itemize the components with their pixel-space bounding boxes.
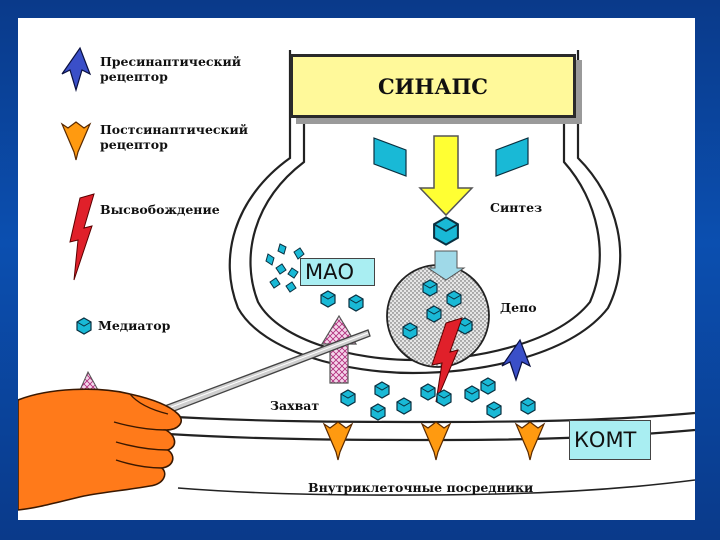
- postsynaptic-receptor-3: [515, 421, 545, 461]
- mao-label: МАО: [305, 260, 355, 284]
- intracellular-label: Внутриклеточные посредники: [308, 480, 534, 495]
- postsynaptic-membrane-outer: [157, 411, 695, 424]
- pointer-highlight: [141, 332, 369, 419]
- uptake-arrow: [320, 314, 358, 384]
- depot-label: Депо: [500, 300, 537, 315]
- mao-box: МАО: [300, 258, 375, 286]
- uptake-label: Захват: [270, 398, 320, 413]
- top-receptor-right: [495, 137, 529, 177]
- degraded-fragments: [265, 243, 305, 293]
- legend-release-label: Высвобождение: [100, 202, 220, 217]
- cleft-cubes: [340, 377, 536, 421]
- legend-mediator-label: Медиатор: [98, 318, 171, 333]
- synthesis-arrow: [418, 135, 474, 217]
- mao-cubes: [320, 290, 364, 312]
- legend-postsynaptic-icon: [61, 121, 91, 161]
- slide: СИНАПС Пресинаптический рецептор Постсин…: [18, 18, 695, 520]
- title-box: СИНАПС: [290, 54, 576, 118]
- legend-presynaptic-label: Пресинаптический рецептор: [100, 54, 242, 84]
- release-bolt: [431, 317, 463, 403]
- legend-mediator-icon: [76, 317, 92, 335]
- presynaptic-receptor: [501, 338, 532, 382]
- synthesis-mediator-cube: [433, 216, 459, 246]
- synapse-diagram: [18, 46, 695, 511]
- legend-postsynaptic-label: Постсинаптический рецептор: [100, 122, 249, 152]
- hand-finger-lines: [113, 393, 169, 469]
- comt-label: КОМТ: [574, 428, 637, 452]
- top-receptor-left: [373, 137, 407, 177]
- postsynaptic-cell-floor: [177, 479, 695, 496]
- postsynaptic-receptor-1: [323, 421, 353, 461]
- title: СИНАПС: [377, 73, 489, 99]
- presynaptic-membrane-outer: [228, 50, 622, 375]
- comt-box: КОМТ: [569, 420, 651, 460]
- legend-presynaptic-icon: [61, 46, 92, 93]
- legend-release-icon: [69, 193, 95, 281]
- synthesis-label: Синтез: [490, 200, 543, 215]
- depot-intake-arrow: [426, 250, 466, 281]
